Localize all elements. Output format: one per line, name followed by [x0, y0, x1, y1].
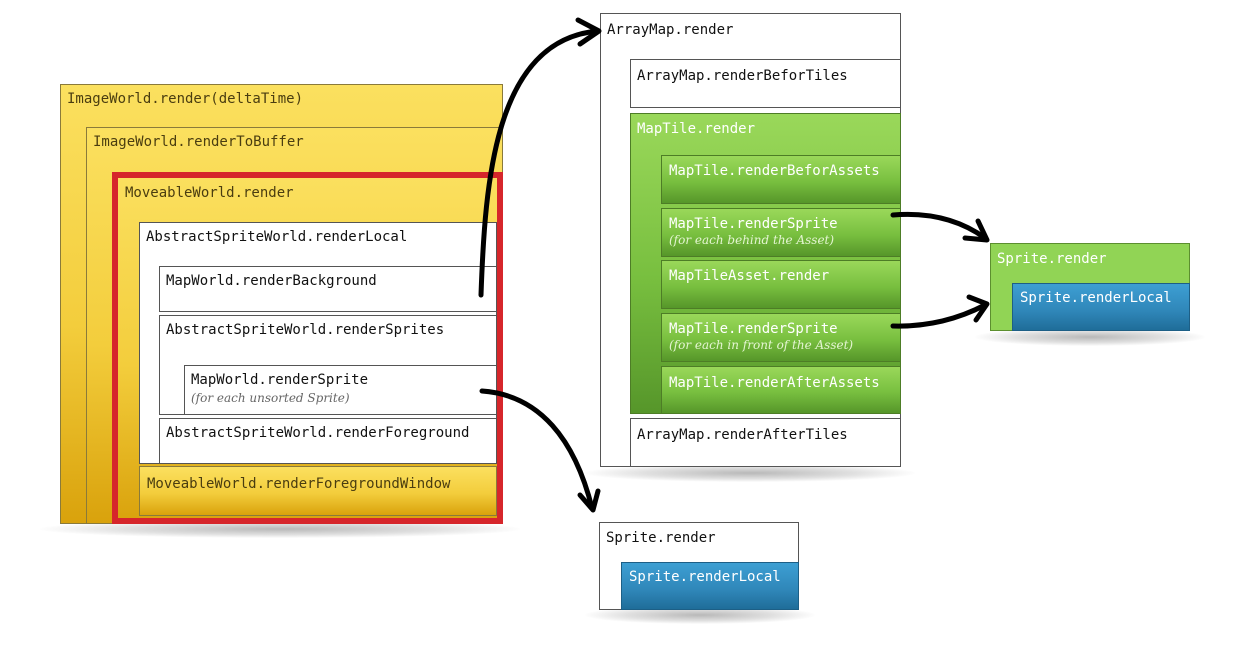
- arrowhead-tile-sprite-behind-to-sprite: [962, 218, 990, 243]
- shadow-left-group: [40, 520, 520, 538]
- map-world-render-background-box: MapWorld.renderBackground: [159, 266, 497, 312]
- sprite-render-local-white-box: Sprite.renderLocal: [621, 562, 799, 610]
- moveable-world-render-label: MoveableWorld.render: [125, 185, 294, 201]
- abstract-sprite-world-render-sprites-label: AbstractSpriteWorld.renderSprites: [166, 322, 445, 338]
- array-map-render-label: ArrayMap.render: [607, 22, 734, 38]
- arrow-sprite-to-sprite-render: [479, 388, 595, 511]
- map-tile-render-befor-assets-box: MapTile.renderBeforAssets: [661, 155, 901, 204]
- moveable-world-highlight-frame: [112, 172, 503, 524]
- moveable-world-render-foreground-window-box: MoveableWorld.renderForegroundWindow: [139, 466, 497, 516]
- map-tile-render-sprite-front-box: MapTile.renderSprite (for each in front …: [661, 313, 901, 362]
- array-map-render-after-tiles-box: ArrayMap.renderAfterTiles: [630, 418, 901, 467]
- map-tile-render-sprite-front-label: MapTile.renderSprite: [669, 321, 838, 337]
- map-tile-render-after-assets-box: MapTile.renderAfterAssets: [661, 366, 901, 414]
- shadow-array-map: [585, 464, 915, 482]
- map-tile-render-sprite-behind-box: MapTile.renderSprite (for each behind th…: [661, 208, 901, 257]
- arrow-tile-sprite-behind-to-sprite: [890, 211, 988, 241]
- abstract-sprite-world-render-local-label: AbstractSpriteWorld.renderLocal: [146, 229, 408, 245]
- array-map-render-after-tiles-label: ArrayMap.renderAfterTiles: [637, 427, 848, 443]
- map-world-render-background-label: MapWorld.renderBackground: [166, 273, 377, 289]
- sprite-render-white-label: Sprite.render: [606, 530, 716, 546]
- map-world-render-sprite-box: MapWorld.renderSprite (for each unsorted…: [184, 365, 497, 415]
- map-tile-render-sprite-behind-note: (for each behind the Asset): [669, 233, 835, 247]
- shadow-sprite-white: [585, 606, 815, 624]
- map-world-render-sprite-label: MapWorld.renderSprite: [191, 372, 369, 388]
- map-tile-asset-render-label: MapTileAsset.render: [669, 268, 830, 284]
- abstract-sprite-world-render-foreground-label: AbstractSpriteWorld.renderForeground: [166, 425, 470, 441]
- arrowhead-background-to-array-map: [575, 17, 602, 47]
- arrowhead-sprite-to-sprite-render: [577, 488, 601, 513]
- sprite-render-green-label: Sprite.render: [997, 251, 1107, 267]
- map-tile-render-sprite-behind-label: MapTile.renderSprite: [669, 216, 838, 232]
- sprite-render-local-green-label: Sprite.renderLocal: [1020, 290, 1172, 306]
- image-world-render-to-buffer-label: ImageWorld.renderToBuffer: [93, 134, 304, 150]
- arrow-background-to-array-map: [478, 28, 601, 298]
- map-tile-render-sprite-front-note: (for each in front of the Asset): [669, 338, 854, 352]
- arrowhead-tile-sprite-front-to-sprite: [966, 294, 990, 323]
- map-tile-render-label: MapTile.render: [637, 121, 756, 137]
- map-tile-render-after-assets-label: MapTile.renderAfterAssets: [669, 375, 880, 391]
- map-world-render-sprite-note: (for each unsorted Sprite): [191, 391, 350, 405]
- arrow-tile-sprite-front-to-sprite: [890, 302, 988, 329]
- sprite-render-local-white-label: Sprite.renderLocal: [629, 569, 781, 585]
- moveable-world-render-foreground-window-label: MoveableWorld.renderForegroundWindow: [147, 476, 451, 492]
- map-tile-asset-render-box: MapTileAsset.render: [661, 260, 901, 309]
- array-map-render-befor-tiles-label: ArrayMap.renderBeforTiles: [637, 68, 848, 84]
- array-map-render-befor-tiles-box: ArrayMap.renderBeforTiles: [630, 59, 901, 108]
- map-tile-render-befor-assets-label: MapTile.renderBeforAssets: [669, 163, 880, 179]
- shadow-sprite-green: [975, 328, 1205, 346]
- image-world-render-label: ImageWorld.render(deltaTime): [67, 91, 304, 107]
- abstract-sprite-world-render-foreground-box: AbstractSpriteWorld.renderForeground: [159, 418, 497, 464]
- sprite-render-local-green-box: Sprite.renderLocal: [1012, 283, 1190, 331]
